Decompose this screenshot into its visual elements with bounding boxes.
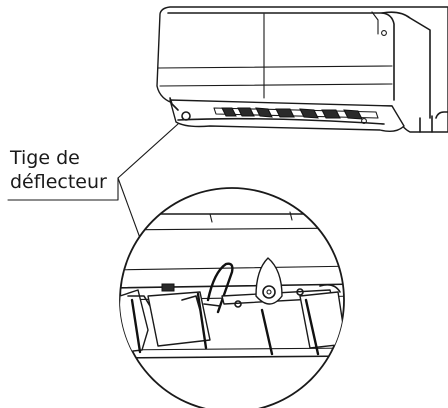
louver-blade [177, 117, 385, 125]
deflector-rod [203, 262, 234, 314]
deflector-vanes [221, 107, 363, 120]
left-end-cap [169, 97, 179, 111]
unit-right-side [381, 11, 431, 119]
unit-screw-right [361, 118, 367, 124]
callout-label-line2: déflecteur [10, 171, 107, 193]
unit-screw [381, 30, 387, 36]
label-underline [7, 177, 119, 201]
callout-label-line1: Tige de [9, 147, 80, 169]
magnified-detail [119, 187, 345, 408]
leader-to-detail [117, 177, 141, 239]
leader-to-unit [117, 123, 179, 179]
clip-tab [161, 283, 175, 292]
link-pin-1 [234, 300, 242, 308]
link-pin-2 [296, 288, 304, 296]
front-panel-line [157, 65, 393, 69]
right-vane [299, 284, 344, 356]
front-panel-lower-line [159, 83, 393, 87]
indoor-ac-unit [156, 6, 448, 133]
center-blade [147, 283, 211, 350]
pivot-arm [255, 257, 283, 356]
rod-location-marker [181, 111, 191, 121]
mounting-bracket [419, 111, 448, 133]
unit-right-detail [371, 11, 379, 35]
callout-leaders [7, 123, 179, 239]
